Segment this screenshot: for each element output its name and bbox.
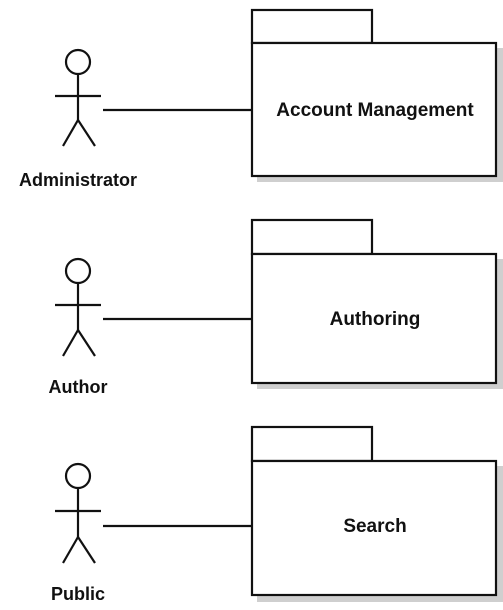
stick-figure-icon	[55, 462, 101, 564]
diagram-row-public: Public Search	[51, 425, 503, 604]
actor-label: Administrator	[19, 170, 137, 190]
package-label: Account Management	[276, 100, 474, 121]
actor-label: Public	[51, 584, 105, 604]
stick-figure-icon	[55, 48, 101, 147]
diagram-row-author: Author Authoring	[49, 218, 503, 397]
package-label: Search	[343, 516, 406, 537]
actor-label: Author	[49, 377, 108, 397]
diagram-row-administrator: Administrator Account Management	[19, 8, 503, 190]
package-authoring: Authoring	[250, 218, 503, 389]
stick-figure-icon	[55, 257, 101, 357]
package-search: Search	[250, 425, 503, 602]
package-body	[250, 459, 498, 597]
actor-author: Author	[49, 257, 108, 397]
package-tab	[250, 425, 374, 463]
package-label: Authoring	[330, 309, 421, 330]
package-account-management: Account Management	[250, 8, 503, 182]
package-tab	[250, 8, 374, 45]
package-body	[250, 41, 498, 178]
actor-public: Public	[51, 462, 105, 604]
actor-administrator: Administrator	[19, 48, 137, 190]
package-tab	[250, 218, 374, 256]
package-body	[250, 252, 498, 385]
